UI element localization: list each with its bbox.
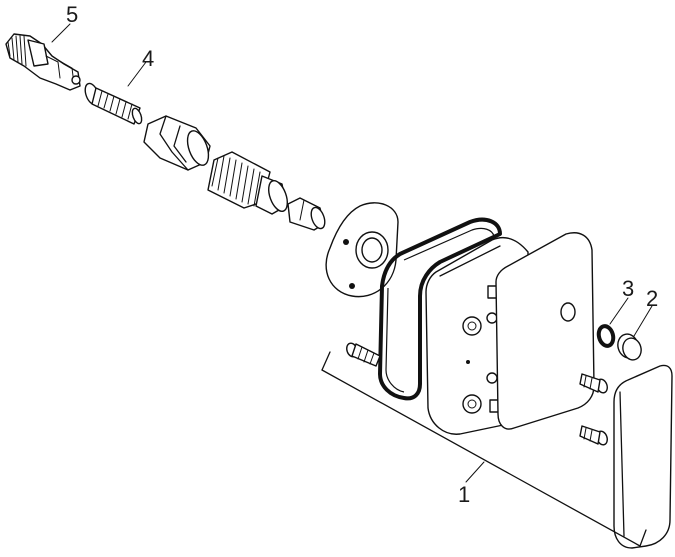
screw-right-lower (579, 425, 608, 446)
seal-gasket (378, 217, 502, 401)
coupling-nut (143, 115, 211, 171)
adapter-fitting (287, 197, 326, 231)
part-3-o-ring (596, 324, 616, 348)
callout-2: 2 (646, 286, 658, 311)
callout-1: 1 (458, 482, 470, 507)
set-bracket (321, 351, 647, 547)
part-2-cap (617, 333, 642, 361)
part-4-threaded-bolt (84, 82, 143, 125)
leader-lines (51, 23, 653, 483)
callout-3: 3 (622, 276, 634, 301)
screw-left (346, 342, 381, 367)
callout-4: 4 (142, 46, 154, 71)
escutcheon-flange (325, 202, 399, 298)
threaded-sleeve (207, 151, 288, 215)
part-5-cartridge (5, 33, 81, 91)
callout-5: 5 (66, 2, 78, 27)
screw-right-upper (579, 373, 608, 394)
front-plate (495, 232, 595, 430)
lever-handle (613, 364, 673, 549)
